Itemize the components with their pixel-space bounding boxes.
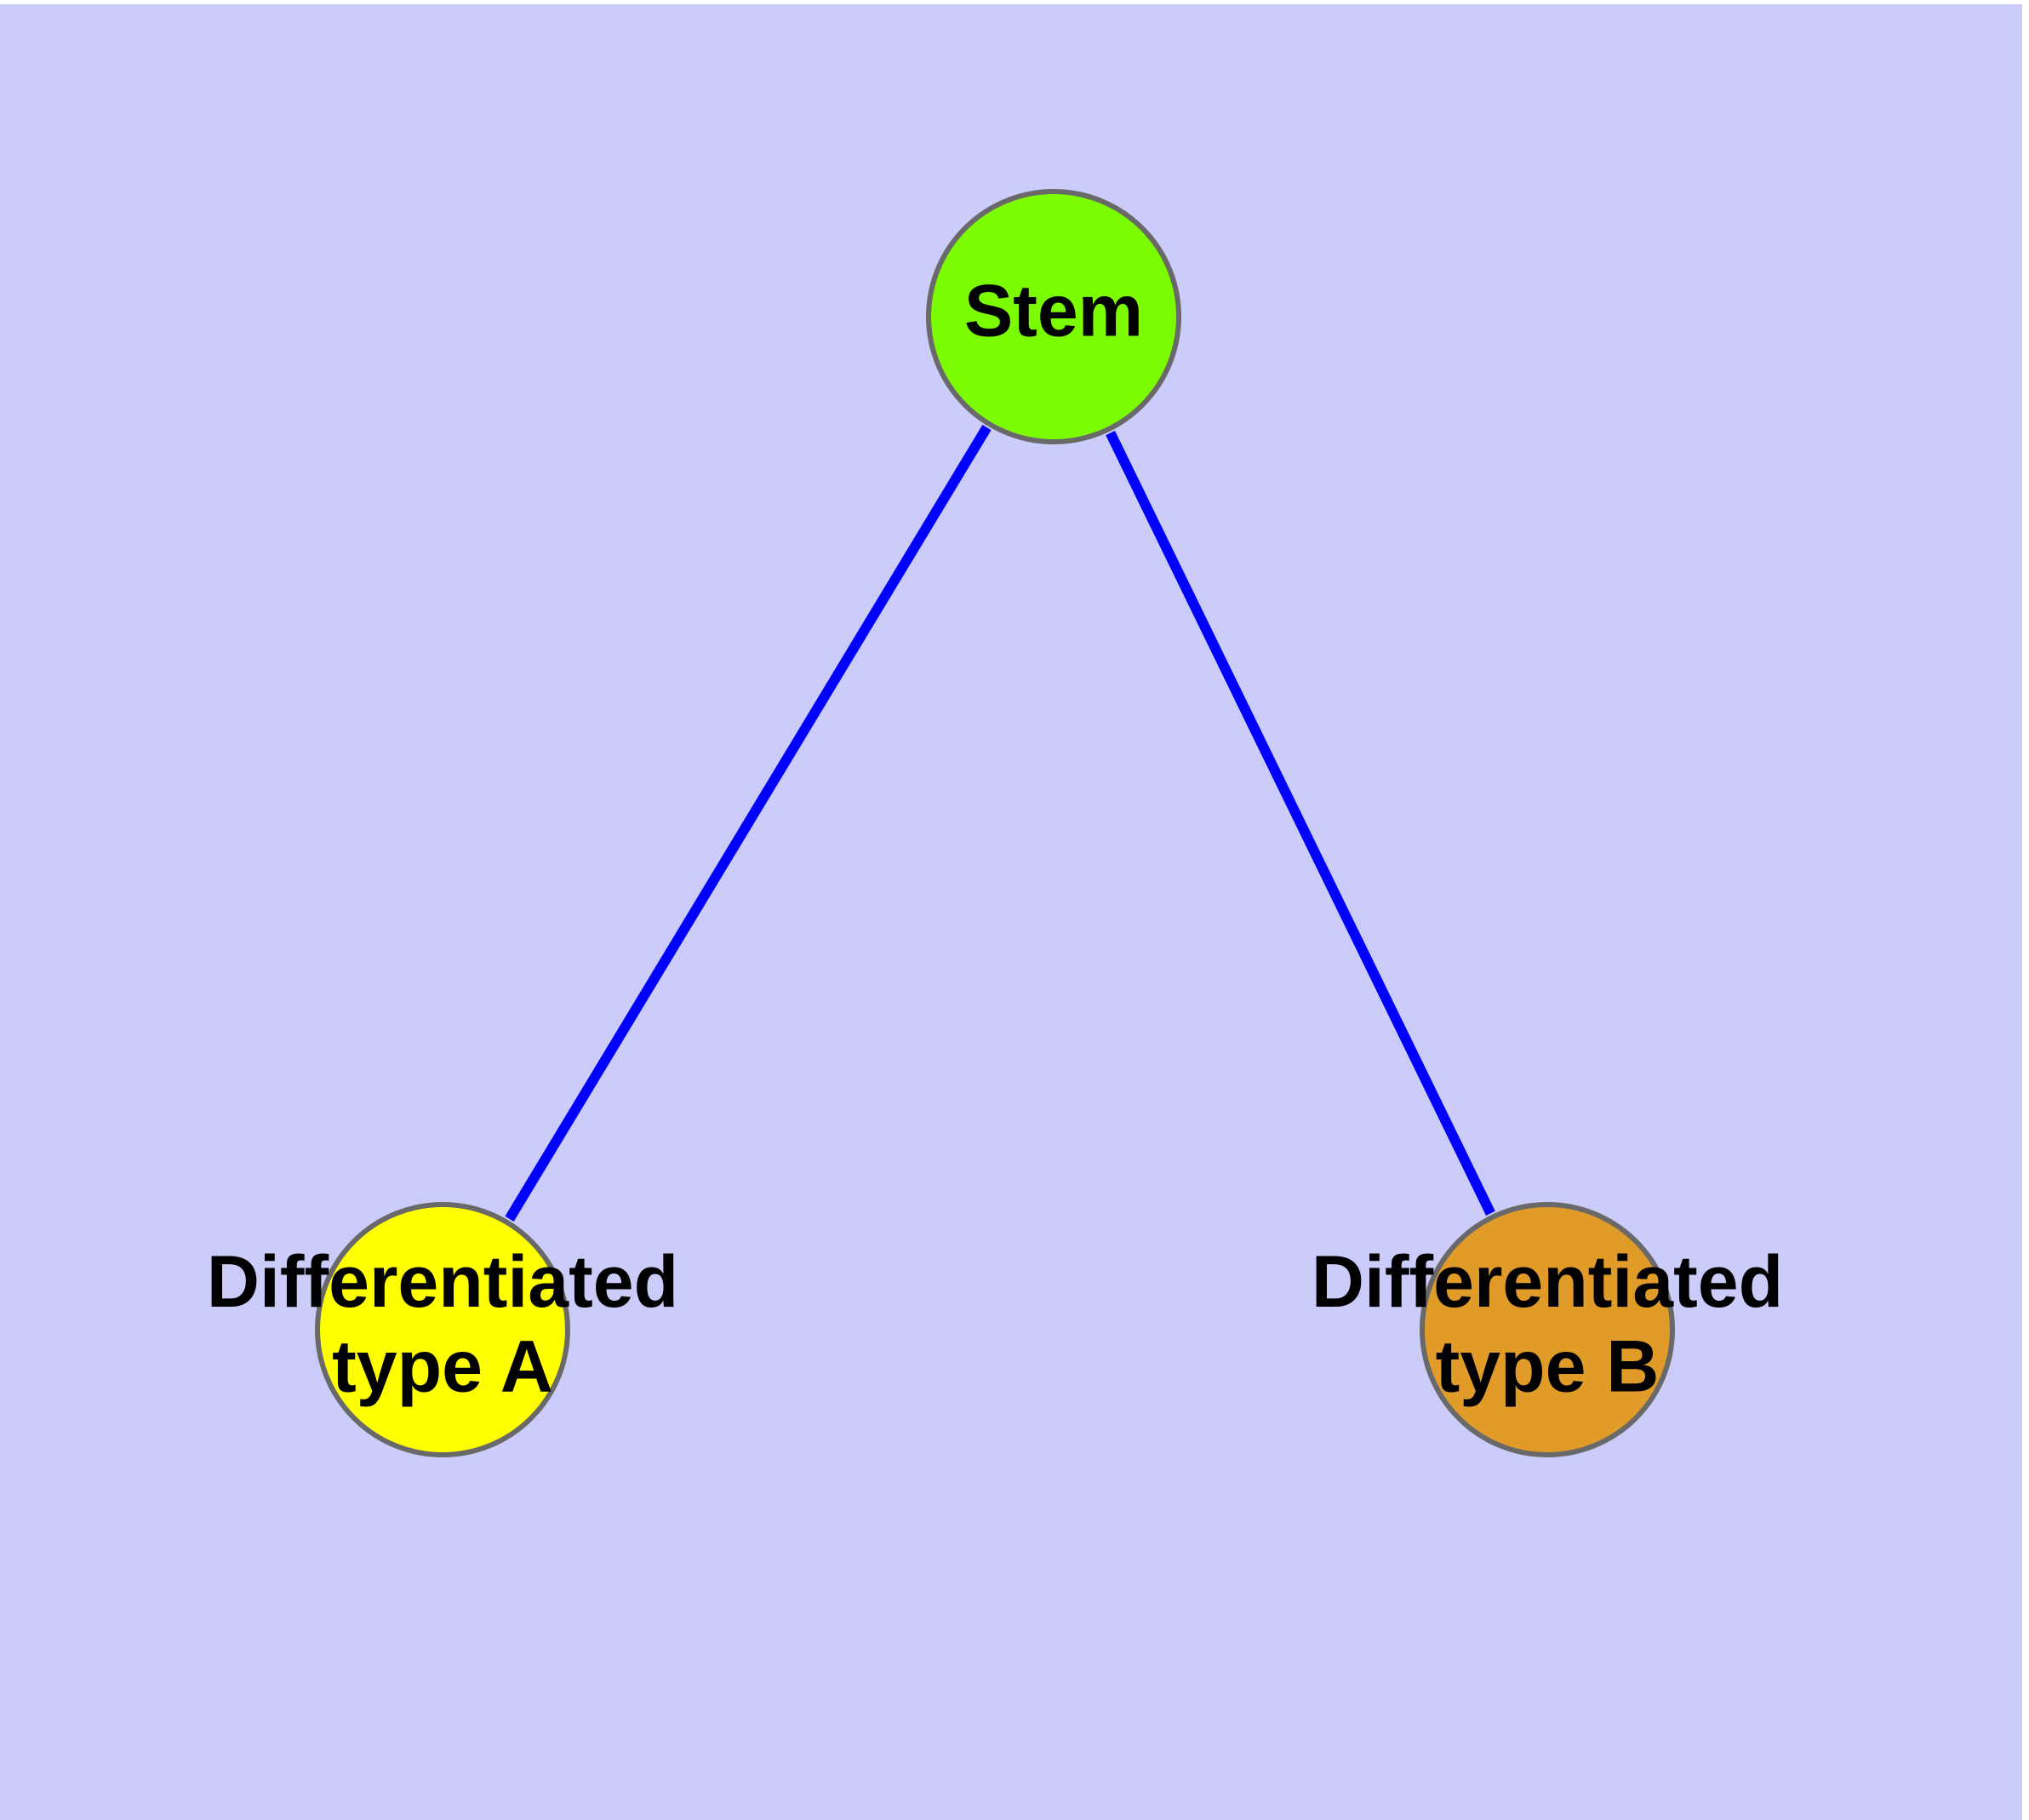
node-label-diff_b-line-2: type B (1436, 1326, 1660, 1408)
edge-layer (505, 425, 1495, 1222)
node-label-stem-line-1: Stem (964, 271, 1143, 352)
node-circle-stem[interactable] (926, 189, 1181, 444)
graph-edge-stem-to-b[interactable] (1106, 431, 1495, 1216)
node-label-diff_a-line-2: type A (332, 1326, 553, 1408)
node-circle-diff_a[interactable] (315, 1202, 570, 1457)
node-label-diff_b-line-1: Differentiated (1312, 1241, 1783, 1323)
graph-edge-stem-to-a[interactable] (505, 425, 992, 1222)
graph-node-stem[interactable]: Stem (926, 189, 1181, 444)
node-label-diff_a-line-1: Differentiated (207, 1241, 678, 1323)
node-circle-diff_b[interactable] (1420, 1202, 1675, 1457)
